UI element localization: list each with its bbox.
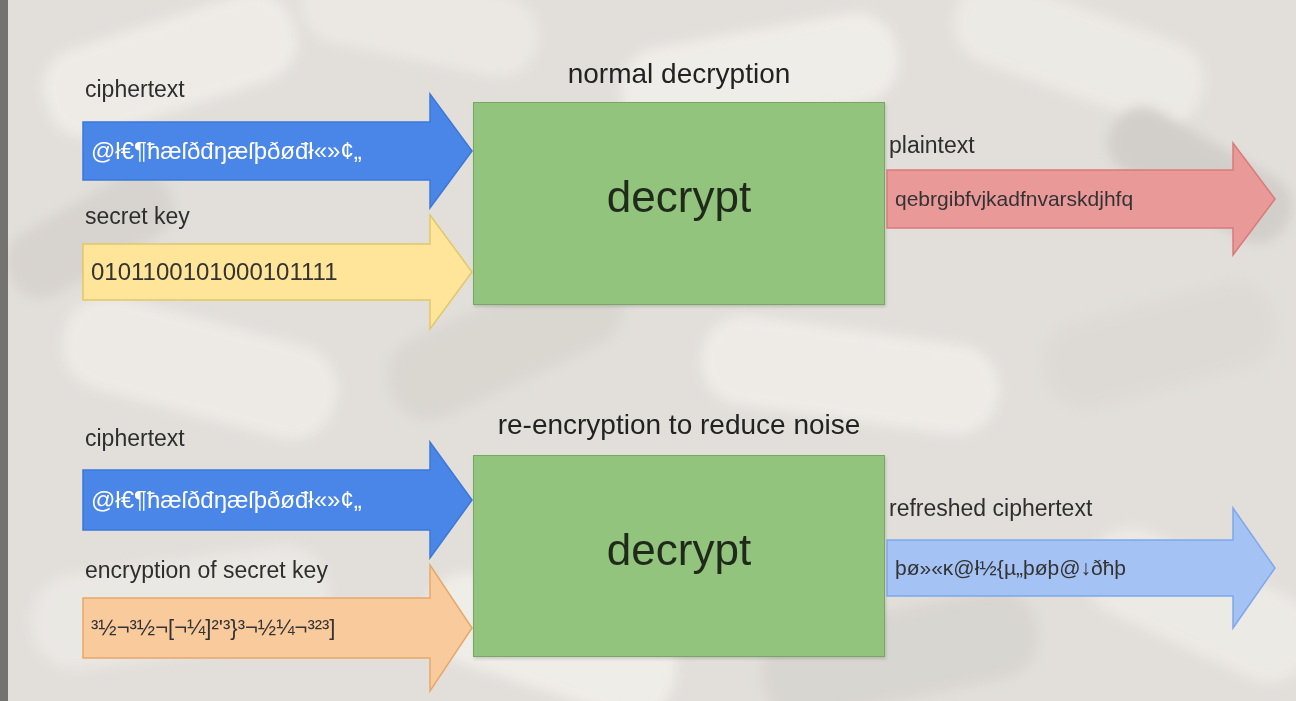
arrow-shape (83, 565, 472, 691)
arrow-node: ciphertext @ł€¶ħæſðđŋæſþðøđł«»¢„ (83, 425, 472, 558)
arrow-content: þø»«ĸ@ł½{µ„þøþ@↓ðħþ (895, 555, 1126, 580)
arrow-shape (887, 143, 1275, 255)
arrow-label: encryption of secret key (85, 557, 328, 585)
arrow-label: refreshed ciphertext (889, 495, 1092, 523)
arrow-content: @ł€¶ħæſðđŋæſþðøđł«»¢„ (91, 486, 362, 515)
arrow-content: @ł€¶ħæſðđŋæſþðøđł«»¢„ (91, 137, 362, 166)
arrow-shape (887, 508, 1275, 628)
box-heading: normal decryption (568, 57, 791, 91)
arrow-label: ciphertext (85, 425, 185, 453)
arrow-node: encryption of secret key ³½¬³½¬[¬¼]²'³}³¬… (83, 557, 472, 691)
arrow-shape (83, 94, 472, 208)
arrow-label: ciphertext (85, 76, 185, 104)
arrow-content: ³½¬³½¬[¬¼]²'³}³¬½¼¬³²³] (91, 615, 335, 641)
arrow-node: secret key 0101100101000101111 (83, 203, 472, 329)
arrow-node: ciphertext @ł€¶ħæſðđŋæſþðøđł«»¢„ (83, 76, 472, 208)
arrow-shape (83, 215, 472, 329)
box-heading: re-encryption to reduce noise (498, 408, 861, 442)
box-label: decrypt (607, 171, 751, 224)
process-box: normal decryptiondecrypt (473, 102, 885, 305)
arrow-node: refreshed ciphertext þø»«ĸ@ł½{µ„þøþ@↓ðħþ (887, 495, 1275, 628)
arrow-label: secret key (85, 203, 190, 231)
process-box: re-encryption to reduce noisedecrypt (473, 455, 885, 657)
box-label: decrypt (607, 524, 751, 577)
arrow-shape (83, 442, 472, 558)
arrow-label: plaintext (889, 132, 975, 160)
arrow-content: qebrgibfvjkadfnvarskdjhfq (895, 186, 1133, 211)
arrow-node: plaintext qebrgibfvjkadfnvarskdjhfq (887, 132, 1275, 255)
arrow-content: 0101100101000101111 (91, 258, 337, 287)
